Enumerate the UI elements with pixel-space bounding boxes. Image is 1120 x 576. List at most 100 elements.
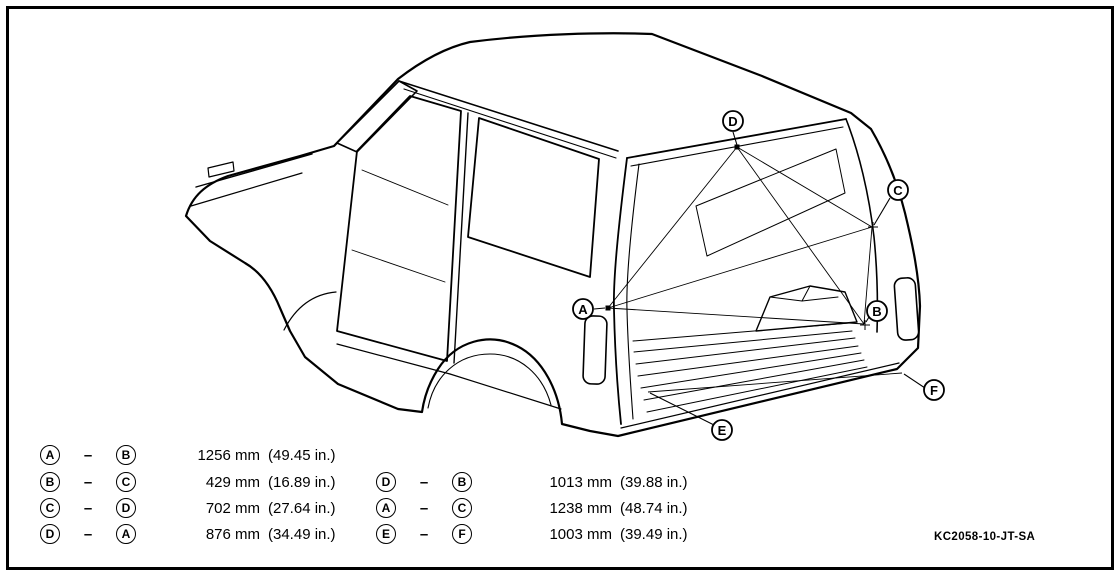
measure-line-b-c: [863, 226, 873, 325]
point-badge: A: [376, 498, 396, 518]
measurement-inches: (49.45 in.): [268, 446, 336, 464]
floor-rib-1: [633, 330, 853, 353]
dash-separator: –: [83, 446, 93, 464]
point-badge: A: [116, 524, 136, 544]
measurement-lines: [607, 146, 903, 393]
point-marker-f: F: [923, 379, 945, 401]
measure-line-d-b: [736, 146, 865, 325]
measurement-row-a-b: A – B 1256 mm (49.45 in.): [40, 445, 336, 465]
point-label-f: F: [930, 383, 938, 398]
figure-code: KC2058-10-JT-SA: [934, 531, 1036, 543]
leader-f: [903, 373, 926, 389]
measurement-mm: 429 mm: [205, 473, 260, 491]
floor-rib-6: [646, 366, 868, 413]
tailgate-near-edge-inner: [626, 163, 640, 420]
dash-separator: –: [83, 473, 93, 491]
car-body: [184, 32, 922, 438]
datum-mark-d: [734, 144, 740, 150]
measurement-inches: (16.89 in.): [268, 473, 336, 491]
point-badge: C: [452, 498, 472, 518]
point-badge: B: [452, 472, 472, 492]
roof-drip-rail-inner: [403, 88, 617, 159]
point-badge: B: [40, 472, 60, 492]
point-label-c: C: [893, 183, 903, 198]
measurement-mm: 876 mm: [205, 525, 260, 543]
roof-drip-rail: [398, 80, 619, 152]
quarter-window: [467, 117, 600, 278]
measurement-mm: 1256 mm: [197, 446, 260, 464]
wheel-housing-hump-edge: [801, 285, 811, 302]
dash-separator: –: [419, 525, 429, 543]
measurement-mm: 1238 mm: [549, 499, 612, 517]
measurement-inches: (39.49 in.): [620, 525, 688, 543]
sill-line-rear: [449, 373, 562, 410]
point-marker-d: D: [722, 110, 744, 132]
hood-edge-line: [195, 153, 313, 188]
car-body-measurement-diagram: A B C D E: [184, 32, 945, 441]
datum-marks: [605, 144, 878, 330]
datum-mark-c: [868, 222, 878, 232]
datum-mark-b: [860, 320, 870, 330]
rear-wheel-arch-inner: [427, 353, 552, 409]
door-interior-line-2: [351, 249, 446, 283]
dash-separator: –: [419, 473, 429, 491]
point-badge: F: [452, 524, 472, 544]
point-marker-c: C: [887, 179, 909, 201]
measure-line-a-d: [607, 146, 738, 309]
floor-rib-2: [635, 337, 856, 365]
point-badge: D: [376, 472, 396, 492]
measurement-inches: (34.49 in.): [268, 525, 336, 543]
windshield-frame: [336, 80, 418, 153]
front-lamp: [207, 161, 235, 178]
floor-rib-3: [637, 345, 859, 377]
floor-rib-4: [640, 352, 862, 389]
measurement-row-c-d: C – D 702 mm (27.64 in.): [40, 498, 336, 518]
page-border-frame: A B C D E: [6, 6, 1114, 570]
measurement-row-d-a: D – A 876 mm (34.49 in.): [40, 524, 336, 544]
rear-sill-lower-line: [620, 362, 900, 429]
point-marker-b: B: [866, 300, 888, 322]
leader-d: [732, 131, 738, 146]
point-label-b: B: [872, 304, 881, 319]
measurement-inches: (27.64 in.): [268, 499, 336, 517]
tail-light-far: [893, 277, 920, 341]
measurement-mm: 702 mm: [205, 499, 260, 517]
b-pillar-line: [453, 112, 469, 364]
leader-e: [649, 392, 715, 426]
measure-line-a-c: [607, 226, 873, 309]
hood-crease-line: [190, 172, 303, 207]
point-label-a: A: [578, 302, 588, 317]
point-badge: B: [116, 445, 136, 465]
floor-rib-5: [643, 359, 865, 401]
point-label-d: D: [728, 114, 737, 129]
leader-b: [865, 316, 870, 323]
sill-line-front: [336, 343, 451, 375]
dash-separator: –: [83, 499, 93, 517]
point-badge: A: [40, 445, 60, 465]
point-badge: D: [40, 524, 60, 544]
measure-line-a-b: [607, 307, 865, 325]
point-badge: C: [40, 498, 60, 518]
point-marker-e: E: [711, 419, 733, 441]
measurement-mm: 1003 mm: [549, 525, 612, 543]
leader-c: [873, 197, 891, 226]
leader-lines: [593, 131, 926, 426]
measurement-row-e-f: E – F 1003 mm (39.49 in.): [376, 524, 688, 544]
point-badge: C: [116, 472, 136, 492]
point-markers: A B C D E: [572, 110, 945, 441]
measurement-inches: (48.74 in.): [620, 499, 688, 517]
leader-a: [593, 307, 606, 310]
measurement-inches: (39.88 in.): [620, 473, 688, 491]
page-canvas: A B C D E: [9, 9, 1111, 567]
measure-line-d-c: [736, 146, 873, 228]
datum-mark-a: [605, 305, 611, 311]
tail-light-near: [582, 315, 608, 385]
point-badge: E: [376, 524, 396, 544]
door-opening: [336, 95, 462, 362]
dash-separator: –: [83, 525, 93, 543]
measurement-mm: 1013 mm: [549, 473, 612, 491]
point-label-e: E: [718, 423, 727, 438]
far-quarter-window-through-opening: [695, 148, 846, 257]
tailgate-near-edge: [612, 157, 628, 425]
door-interior-line-1: [361, 169, 449, 206]
